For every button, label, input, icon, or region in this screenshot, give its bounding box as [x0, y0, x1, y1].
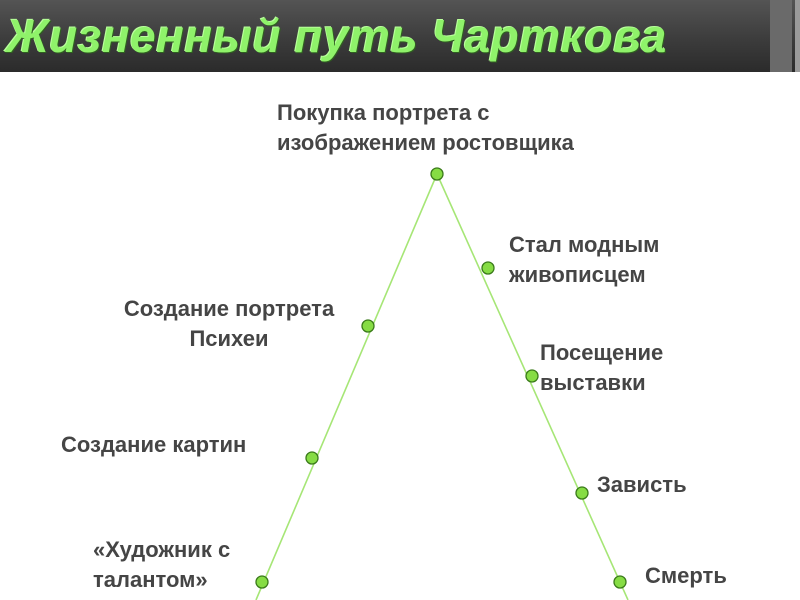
- slide-title: Жизненный путь Чарткова: [6, 10, 667, 62]
- node-label-usurer-portrait-purchase: Покупка портрета с изображением ростовщи…: [277, 100, 574, 155]
- node-label-fashionable-painter: Стал модным живописцем: [509, 232, 660, 287]
- title-bar-edge: [795, 0, 800, 72]
- node-label-death: Смерть: [645, 563, 727, 588]
- node-layer: [255, 167, 627, 589]
- node-marker-talented-artist: [255, 575, 269, 589]
- node-label-talented-artist: «Художник с талантом»: [93, 537, 231, 592]
- node-marker-death: [613, 575, 627, 589]
- descending-path-line: [436, 173, 629, 600]
- node-marker-psyche-portrait: [361, 319, 375, 333]
- node-label-psyche-portrait: Создание портрета Психеи: [123, 296, 335, 351]
- node-label-envy: Зависть: [597, 472, 687, 497]
- node-marker-fashionable-painter: [481, 261, 495, 275]
- title-bar: [0, 0, 800, 72]
- node-label-creating-paintings: Создание картин: [61, 432, 247, 457]
- node-marker-usurer-portrait-purchase: [430, 167, 444, 181]
- node-marker-exhibition-visit: [525, 369, 539, 383]
- node-marker-envy: [575, 486, 589, 500]
- node-label-exhibition-visit: Посещение выставки: [540, 340, 664, 395]
- node-marker-creating-paintings: [305, 451, 319, 465]
- ascending-path-line: [255, 173, 438, 600]
- title-bar-stripe: [770, 0, 792, 72]
